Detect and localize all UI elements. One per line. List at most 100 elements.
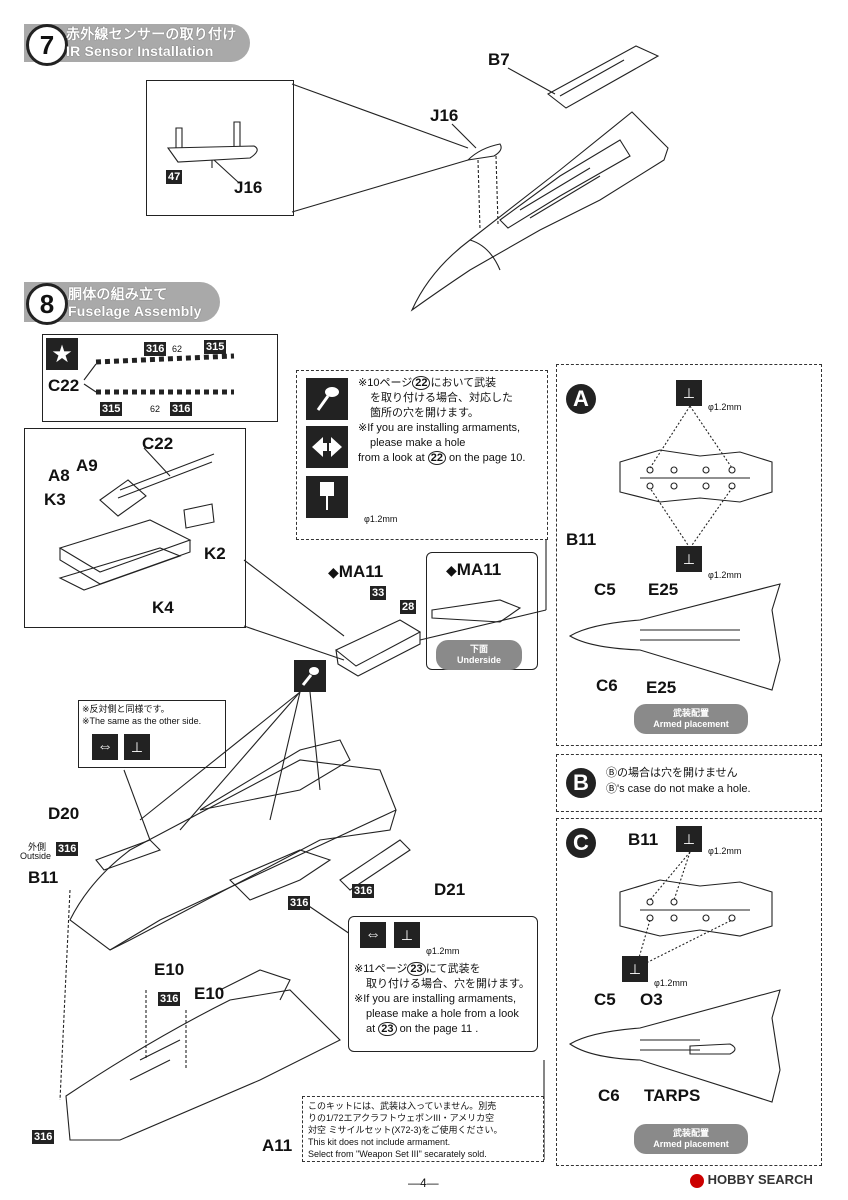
watermark: HOBBY SEARCH bbox=[690, 1172, 813, 1188]
note2-ja2: にて武装を bbox=[425, 963, 481, 975]
panel-a-e25-bottom: E25 bbox=[646, 678, 677, 697]
note1-en3b: on the page 10. bbox=[449, 452, 526, 464]
e10-label-a: E10 bbox=[154, 960, 185, 979]
note1-en1: ※If you are installing armaments, bbox=[358, 422, 521, 434]
ma11-left-label: ◆MA11 bbox=[328, 562, 384, 581]
disclaimer-ja2: りの1/72エアクラフトウェポンIII・アメリカ空 bbox=[308, 1113, 495, 1123]
note1-en2: please make a hole bbox=[370, 437, 466, 449]
j16-label: J16 bbox=[430, 106, 459, 125]
outside-ja: 外側 bbox=[28, 842, 47, 852]
a8-label: A8 bbox=[48, 466, 70, 485]
ma11-right-label: ◆MA11 bbox=[446, 560, 502, 579]
panel-b-letter: B bbox=[566, 768, 596, 798]
tag-315-a: 315 bbox=[204, 340, 227, 354]
note1-ja3: を取り付ける場合、対応した bbox=[370, 392, 513, 404]
tag-316-outside: 316 bbox=[56, 842, 79, 856]
hole-icon-2: ⊥ bbox=[394, 922, 420, 948]
note2-en1: ※If you are installing armaments, bbox=[354, 993, 517, 1005]
tag-316-a: 316 bbox=[144, 342, 167, 356]
c22-label: C22 bbox=[142, 434, 174, 453]
tag-316-d21: 316 bbox=[352, 884, 375, 898]
color-47-tag: 47 bbox=[166, 170, 183, 184]
note1-hole: φ1.2mm bbox=[364, 514, 398, 524]
panel-c-hole-1: φ1.2mm bbox=[708, 846, 742, 856]
note2-ja1: ※11ページ bbox=[354, 963, 408, 975]
outside-en: Outside bbox=[20, 851, 52, 861]
disclaimer-box bbox=[302, 1096, 544, 1162]
drill-icon-2 bbox=[294, 660, 326, 692]
b11-label: B11 bbox=[28, 868, 59, 887]
hole-icon-small: ⊥ bbox=[124, 734, 150, 760]
underside-en: Underside bbox=[456, 655, 501, 665]
panel-c-b11: B11 bbox=[628, 830, 659, 849]
note2-hole: φ1.2mm bbox=[426, 946, 460, 956]
note1-ja4: 箇所の穴を開けます。 bbox=[370, 407, 479, 419]
same-side-en: ※The same as the other side. bbox=[82, 716, 202, 726]
num-62-b: 62 bbox=[150, 404, 161, 414]
panel-c-pill-ja: 武装配置 bbox=[672, 1128, 709, 1138]
tag-28: 28 bbox=[400, 600, 417, 614]
c22-decal-label: C22 bbox=[48, 376, 80, 395]
panel-b-en: Ⓑ's case do not make a hole. bbox=[606, 783, 751, 795]
panel-b-ja: Ⓑの場合は穴を開けません bbox=[606, 767, 738, 779]
a9-label: A9 bbox=[76, 456, 98, 475]
note1-ref: 22 bbox=[412, 376, 431, 390]
disclaimer-ja3: 対空 ミサイルセット(X72-3)をご使用ください。 bbox=[308, 1125, 503, 1135]
panel-a-hole-2: φ1.2mm bbox=[708, 570, 742, 580]
panel-c-tarps: TARPS bbox=[644, 1086, 701, 1105]
panel-a-hole-1: φ1.2mm bbox=[708, 402, 742, 412]
both-sides-icon bbox=[306, 426, 348, 468]
panel-c bbox=[556, 818, 822, 1166]
panel-c-hole-2: φ1.2mm bbox=[654, 978, 688, 988]
note2-ref-2: 23 bbox=[378, 1022, 397, 1036]
underside-ja: 下面 bbox=[469, 644, 488, 654]
e10-label-b: E10 bbox=[194, 984, 225, 1003]
panel-a-b11: B11 bbox=[566, 530, 597, 549]
panel-a-hole-icon-1: ⊥ bbox=[676, 380, 702, 406]
both-sides-icon-2: ⇔ bbox=[360, 922, 386, 948]
same-side-ja: ※反対側と同様です。 bbox=[82, 704, 170, 714]
page-number: —4— bbox=[408, 1176, 439, 1190]
step8-title-en: Fuselage Assembly bbox=[68, 303, 202, 319]
nose-inset-box bbox=[24, 428, 246, 628]
num-62-a: 62 bbox=[172, 344, 183, 354]
hole-size-icon bbox=[306, 476, 348, 518]
note1-ref-2: 22 bbox=[427, 451, 446, 465]
step7-title-en: IR Sensor Installation bbox=[66, 43, 214, 59]
panel-c-c5: C5 bbox=[594, 990, 616, 1009]
same-side-box bbox=[78, 700, 226, 768]
watermark-logo-icon bbox=[690, 1173, 704, 1188]
note2-ref: 23 bbox=[407, 962, 426, 976]
star-icon: ★ bbox=[46, 338, 78, 370]
note2-en3b: on the page 11 . bbox=[399, 1023, 479, 1035]
note2-en2: please make a hole from a look bbox=[366, 1008, 519, 1020]
panel-a-c5: C5 bbox=[594, 580, 616, 599]
panel-c-o3: O3 bbox=[640, 990, 663, 1009]
step7-title-ja: 赤外線センサーの取り付け bbox=[66, 26, 237, 42]
disclaimer-text: このキットには、武装は入っていません。別売 りの1/72エアクラフトウェポンII… bbox=[308, 1100, 542, 1160]
d20-label: D20 bbox=[48, 804, 80, 823]
k2-label: K2 bbox=[204, 544, 226, 563]
tag-316-b: 316 bbox=[170, 402, 193, 416]
step8-number: 8 bbox=[26, 283, 68, 325]
a11-label: A11 bbox=[262, 1136, 293, 1155]
disclaimer-ja1: このキットには、武装は入っていません。別売 bbox=[308, 1101, 497, 1111]
tag-316-b: 316 bbox=[288, 896, 311, 910]
panel-c-letter: C bbox=[566, 828, 596, 858]
note2-ja3: 取り付ける場合、穴を開けます。 bbox=[366, 978, 530, 990]
note1-ja2: において武装 bbox=[430, 377, 497, 389]
k3-label: K3 bbox=[44, 490, 66, 509]
panel-a-e25-top: E25 bbox=[648, 580, 679, 599]
panel-c-hole-icon-2: ⊥ bbox=[622, 956, 648, 982]
panel-a-pill-ja: 武装配置 bbox=[672, 708, 709, 718]
disclaimer-en2: Select from "Weapon Set III" secarately … bbox=[308, 1149, 487, 1159]
